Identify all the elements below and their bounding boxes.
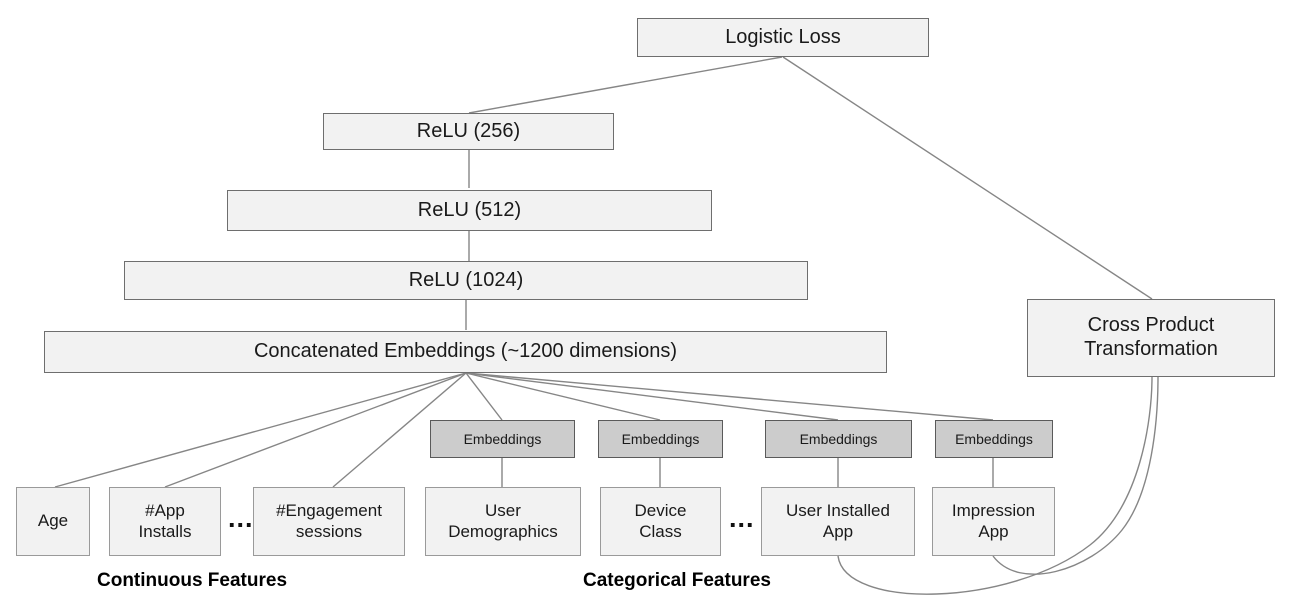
node-cross-product-transformation[interactable]: Cross Product Transformation <box>1027 299 1275 377</box>
node-feature-user-installed-app[interactable]: User Installed App <box>761 487 915 556</box>
node-embeddings-user-demographics[interactable]: Embeddings <box>430 420 575 458</box>
edge-loss-to-relu256 <box>468 56 783 114</box>
edge-loss-to-cross-product <box>782 56 1153 300</box>
ellipsis-categorical-features: ... <box>729 503 755 533</box>
caption-categorical-features: Categorical Features <box>583 570 771 591</box>
node-embeddings-impression-app[interactable]: Embeddings <box>935 420 1053 458</box>
node-relu-512[interactable]: ReLU (512) <box>227 190 712 231</box>
edge-concat-to-embeddings-4 <box>465 372 994 421</box>
node-relu-1024[interactable]: ReLU (1024) <box>124 261 808 300</box>
node-concatenated-embeddings[interactable]: Concatenated Embeddings (~1200 dimension… <box>44 331 887 373</box>
node-feature-engagement-sessions[interactable]: #Engagement sessions <box>253 487 405 556</box>
ellipsis-continuous-features: ... <box>228 503 254 533</box>
edge-concat-to-embeddings-3 <box>465 372 839 421</box>
edge-concat-to-embeddings-1 <box>465 372 503 421</box>
node-embeddings-user-installed-app[interactable]: Embeddings <box>765 420 912 458</box>
edge-concat-to-age <box>54 372 467 488</box>
edge-concat-to-app-installs <box>164 372 467 488</box>
node-feature-app-installs[interactable]: #App Installs <box>109 487 221 556</box>
edge-concat-to-embeddings-2 <box>465 372 661 421</box>
node-embeddings-device-class[interactable]: Embeddings <box>598 420 723 458</box>
node-relu-256[interactable]: ReLU (256) <box>323 113 614 150</box>
node-feature-impression-app[interactable]: Impression App <box>932 487 1055 556</box>
node-feature-user-demographics[interactable]: User Demographics <box>425 487 581 556</box>
caption-continuous-features: Continuous Features <box>97 570 288 591</box>
node-feature-device-class[interactable]: Device Class <box>600 487 721 556</box>
node-logistic-loss[interactable]: Logistic Loss <box>637 18 929 57</box>
node-feature-age[interactable]: Age <box>16 487 90 556</box>
edge-user-installed-app-to-cross-product <box>837 376 1153 595</box>
